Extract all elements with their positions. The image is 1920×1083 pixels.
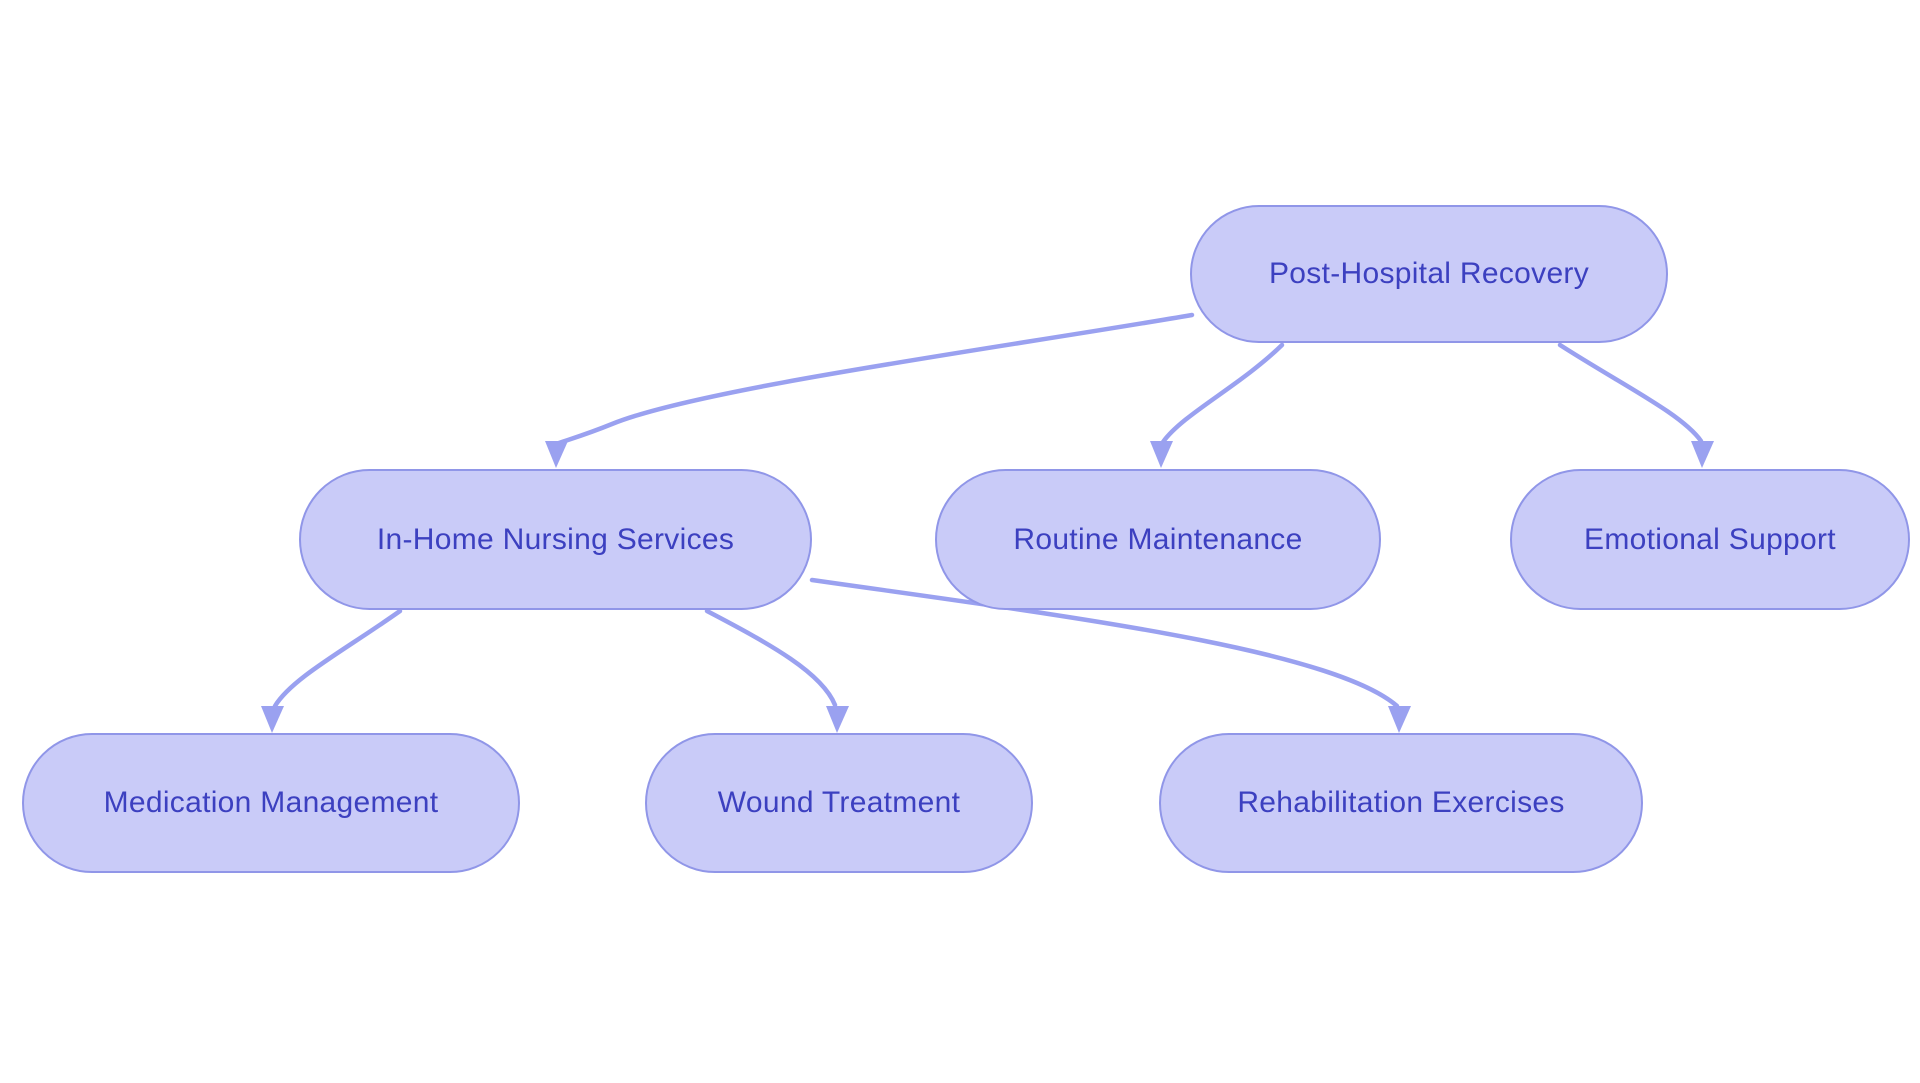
arrowhead-medication — [261, 706, 284, 733]
arrowhead-inhome — [545, 441, 568, 468]
edge-inhome-to-medication — [272, 608, 403, 709]
edge-inhome-to-wound — [704, 608, 838, 708]
node-wound-treatment: Wound Treatment — [645, 733, 1033, 873]
node-medication-management-label: Medication Management — [103, 786, 439, 819]
node-medication-management: Medication Management — [22, 733, 520, 873]
node-routine-maintenance: Routine Maintenance — [935, 469, 1381, 610]
node-in-home-nursing-services: In-Home Nursing Services — [299, 469, 812, 610]
edge-root-to-inhome — [556, 312, 1195, 446]
node-routine-maintenance-label: Routine Maintenance — [1013, 522, 1303, 556]
arrowhead-rehab — [1388, 706, 1411, 733]
edge-root-to-routine — [1160, 342, 1285, 445]
node-rehabilitation-exercises: Rehabilitation Exercises — [1159, 733, 1643, 873]
node-rehabilitation-exercises-label: Rehabilitation Exercises — [1237, 786, 1565, 819]
arrowhead-wound — [826, 706, 849, 733]
arrowhead-emotional — [1691, 441, 1714, 468]
node-post-hospital-recovery-label: Post-Hospital Recovery — [1268, 257, 1590, 290]
node-in-home-nursing-services-label: In-Home Nursing Services — [376, 522, 735, 556]
node-post-hospital-recovery: Post-Hospital Recovery — [1190, 205, 1668, 343]
node-wound-treatment-label: Wound Treatment — [717, 786, 961, 819]
node-emotional-support-label: Emotional Support — [1584, 522, 1836, 556]
node-emotional-support: Emotional Support — [1510, 469, 1910, 610]
edge-root-to-emotional — [1557, 342, 1704, 444]
edge-inhome-to-rehab — [809, 577, 1400, 709]
arrowhead-routine — [1150, 441, 1173, 468]
